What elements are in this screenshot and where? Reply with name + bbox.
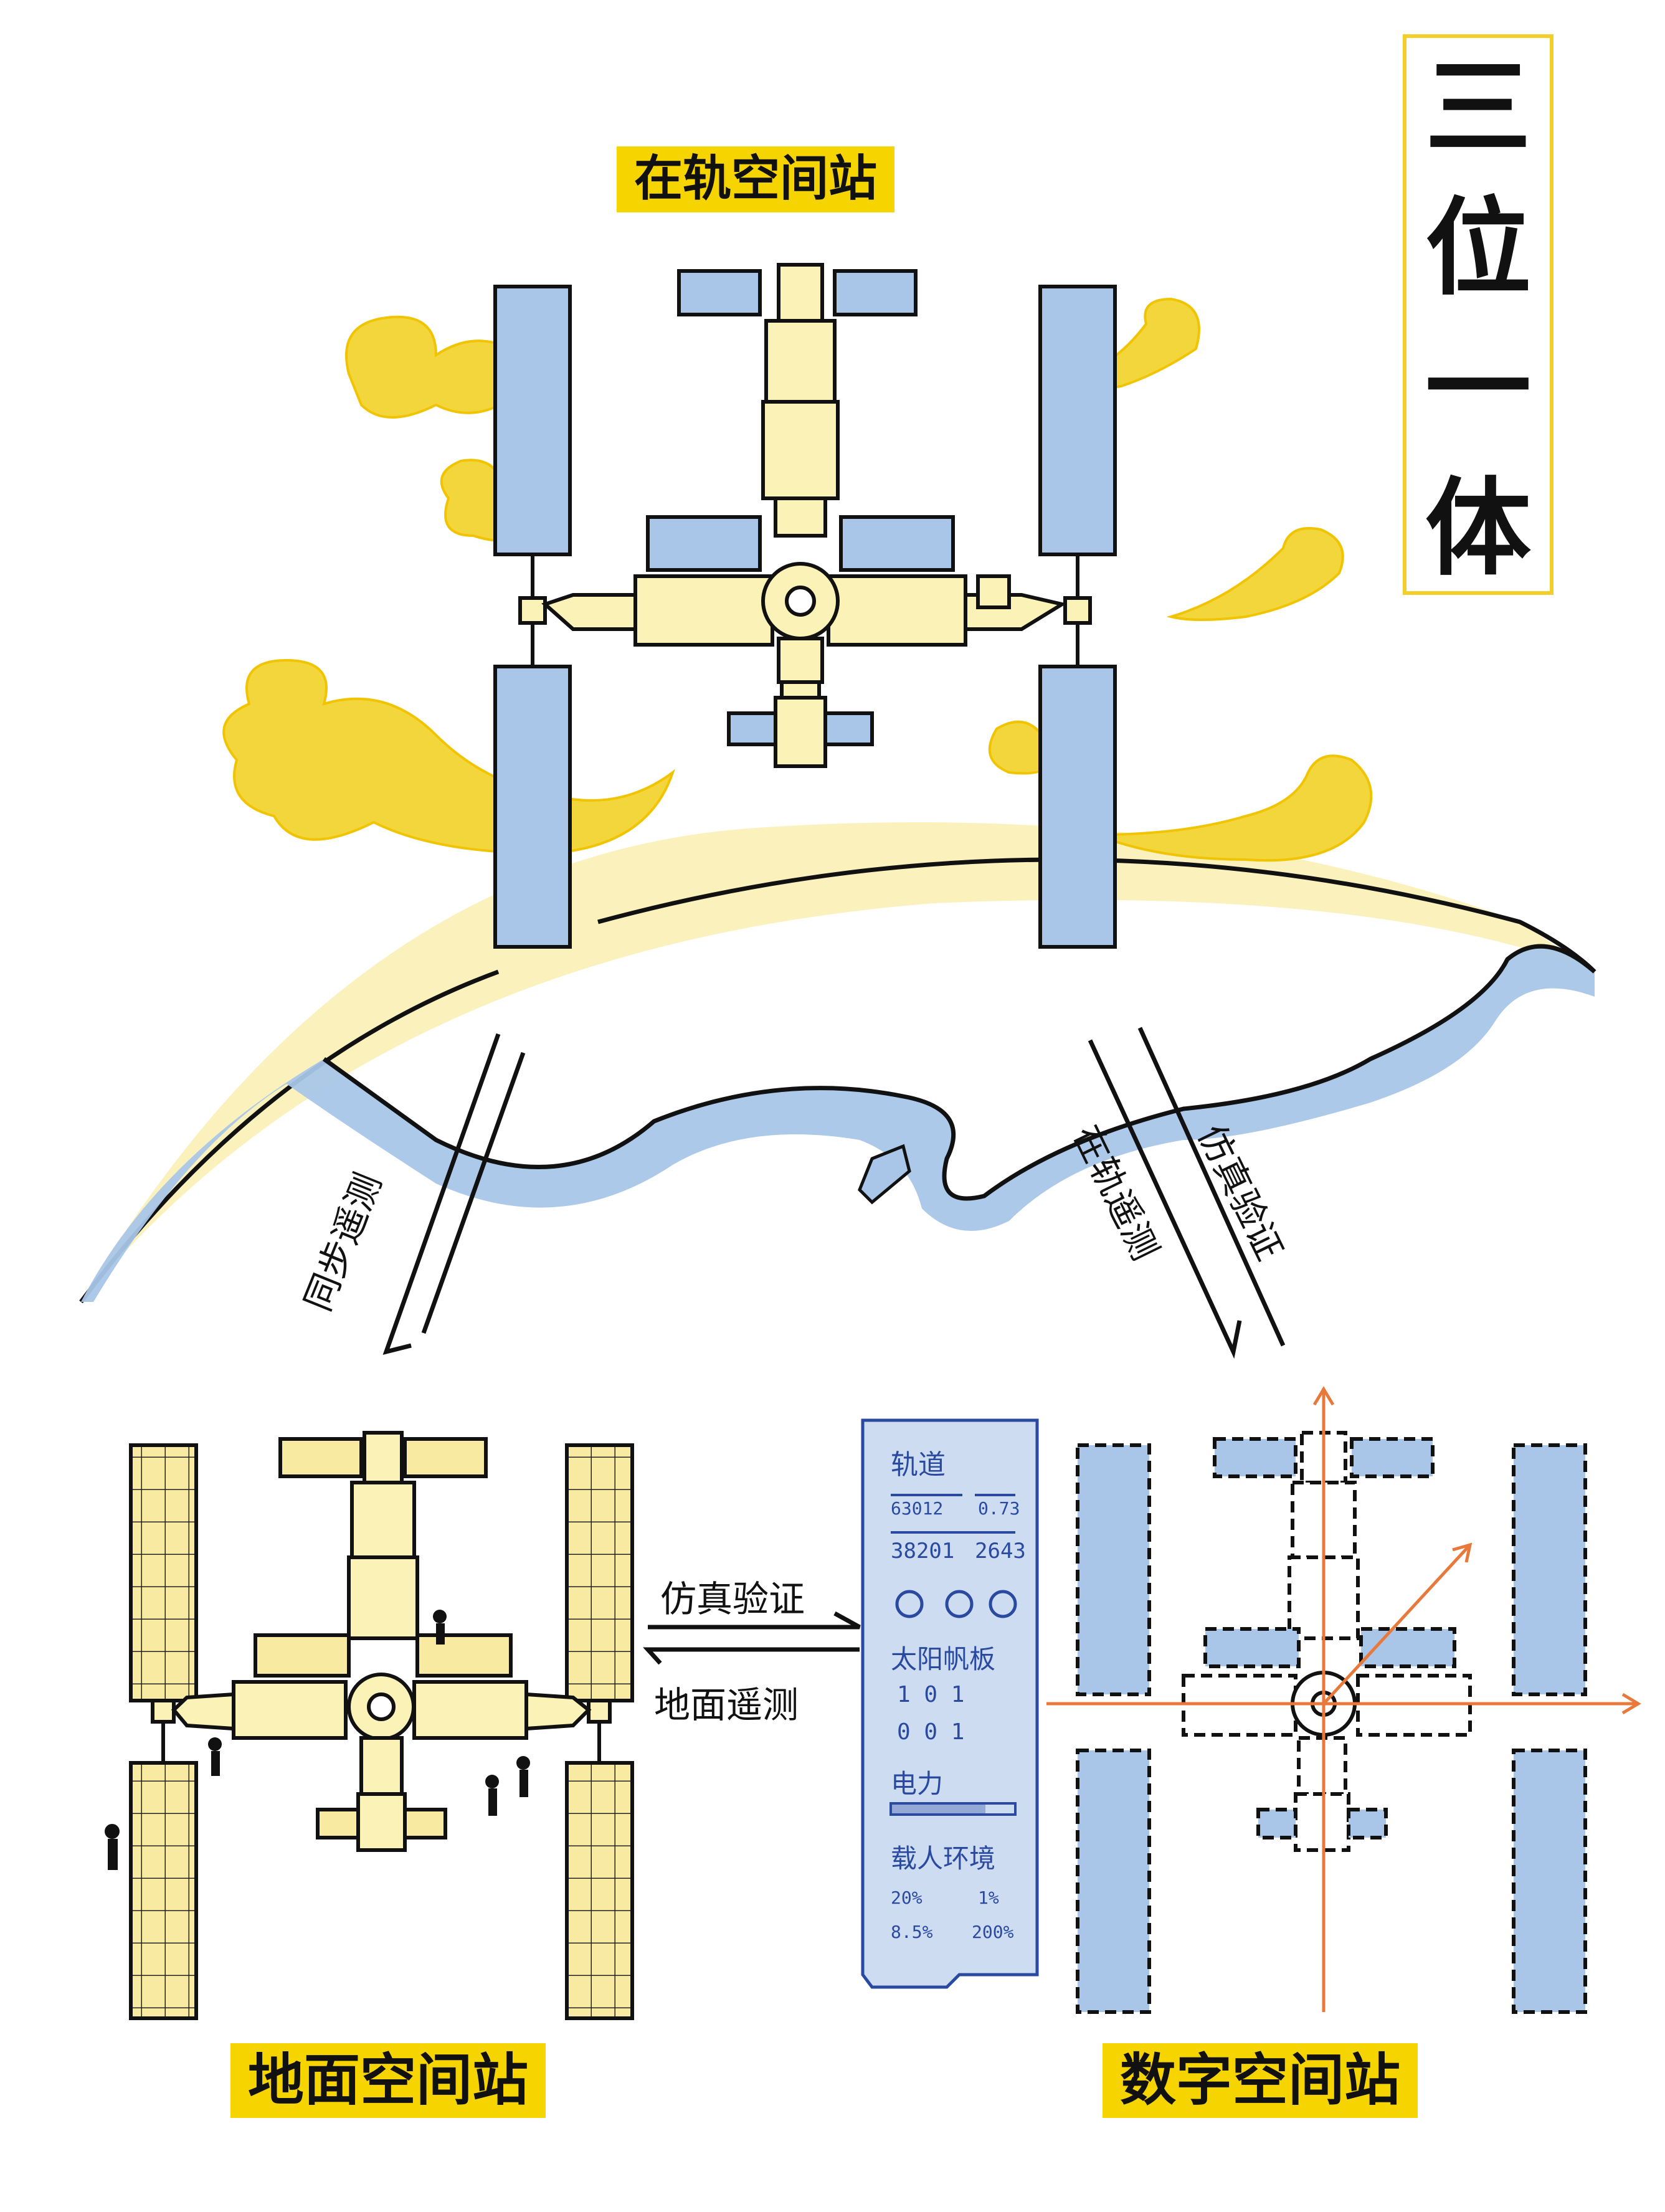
digital-station-label: 数字空间站 — [1103, 2043, 1418, 2118]
panel-orbit-value-3: 38201 — [891, 1539, 955, 1564]
panel-solar-title: 太阳帆板 — [891, 1644, 996, 1674]
orbit-station — [493, 263, 1117, 949]
orbit-station-label: 在轨空间站 — [617, 146, 895, 212]
panel-solar-row-1: 1 0 1 — [897, 1682, 965, 1707]
worker-figures — [105, 1610, 530, 1870]
panel-orbit-value-1: 63012 — [891, 1498, 944, 1519]
earth — [79, 822, 1596, 1304]
panel-solar-row-2: 0 0 1 — [897, 1719, 965, 1745]
link-arrows — [382, 1027, 1286, 1665]
title-char-1: 三 — [1425, 45, 1531, 170]
panel-env-value-4: 200% — [972, 1922, 1014, 1942]
title-char-4: 体 — [1425, 466, 1531, 591]
title-char-3: 一 — [1425, 326, 1531, 450]
sim-verify-mid-label: 仿真验证 — [660, 1578, 805, 1620]
panel-orbit-value-4: 2643 — [975, 1539, 1026, 1564]
ground-station — [129, 1431, 634, 2020]
panel-env-value-1: 20% — [891, 1887, 923, 1908]
panel-env-title: 载人环境 — [891, 1843, 996, 1874]
panel-env-value-2: 1% — [978, 1887, 999, 1908]
panel-orbit-title: 轨道 — [891, 1449, 946, 1481]
title-char-2: 位 — [1425, 186, 1531, 310]
panel-orbit-value-2: 0.73 — [978, 1498, 1020, 1519]
data-panel — [861, 1418, 1039, 1989]
title-box: 三 位 一 体 — [1403, 34, 1554, 595]
ground-station-label: 地面空间站 — [230, 2043, 546, 2118]
panel-power-title: 电力 — [891, 1768, 944, 1799]
ground-telemetry-label: 地面遥测 — [654, 1684, 799, 1726]
coordinate-axes — [1046, 1386, 1641, 2012]
panel-env-value-3: 8.5% — [891, 1922, 933, 1942]
